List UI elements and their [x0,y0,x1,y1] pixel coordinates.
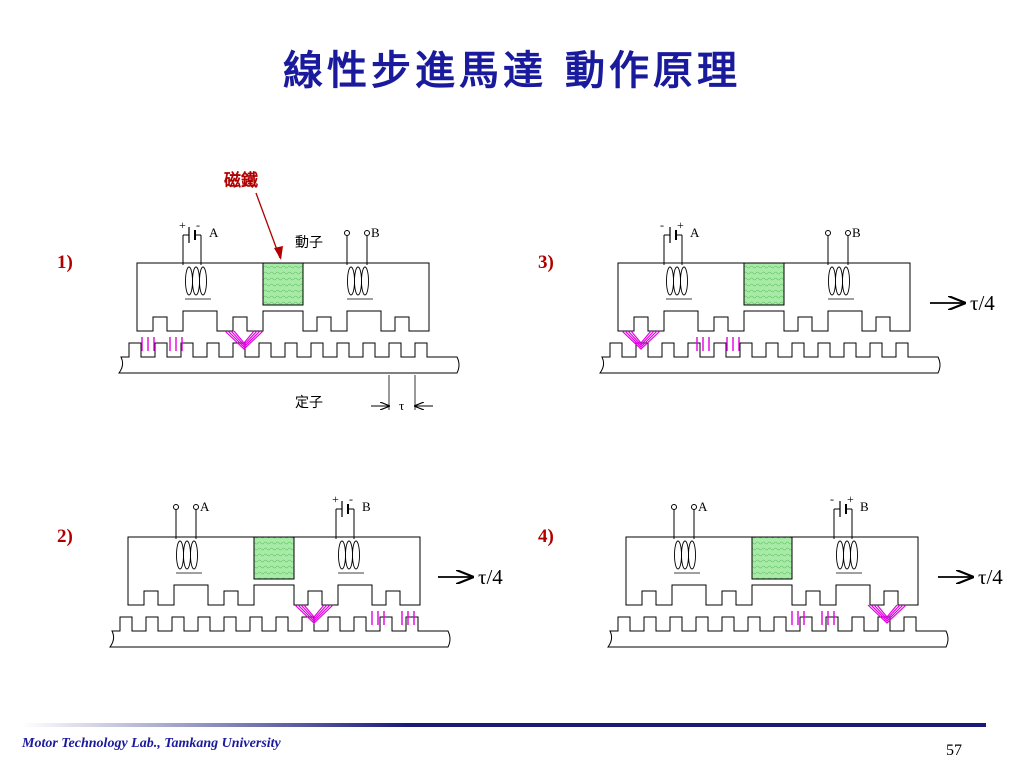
coil-winding [345,540,353,570]
tooth-pitch-label: τ [399,398,404,413]
coil-winding [666,266,674,296]
coil-winding [688,540,696,570]
flux-concentration [876,604,898,618]
shift-label: τ/4 [970,291,995,315]
flux-concentration [630,330,652,344]
coil-winding [681,540,689,570]
flux-concentration [870,604,904,622]
polarity-sign: + [677,218,684,232]
flux-concentration [230,330,258,346]
coil-winding [680,266,688,296]
coil-winding [354,266,362,296]
phase-label: B [860,499,869,514]
coil-winding [850,540,858,570]
mover-label: 動子 [295,235,323,251]
panel-number: 2) [57,526,73,547]
flux-concentration [303,604,325,618]
flux-concentration [224,330,264,350]
polarity-sign: + [179,218,186,232]
flux-concentration [624,330,658,348]
magnet-pointer-arrow [255,192,281,259]
terminal-post [364,230,370,236]
flux-concentration [627,330,655,346]
terminal-post [193,504,199,510]
page-title: 線性步進馬達 動作原理 [283,48,741,94]
terminal-post [825,230,831,236]
phase-label: A [209,225,219,240]
shift-label: τ/4 [478,565,503,589]
coil-winding [674,540,682,570]
terminal-post [173,504,179,510]
magnet-label: 磁鐵 [224,170,258,191]
polarity-sign: - [660,218,664,232]
footer-lab-name: Motor Technology Lab., Tamkang Universit… [22,736,281,751]
footer-rule [22,723,986,727]
permanent-magnet [253,536,295,580]
mover-body [625,536,919,606]
coil-winding [185,266,193,296]
coil-winding [199,266,207,296]
flux-concentration [294,604,334,624]
terminal-post [691,504,697,510]
phase-label: A [200,499,210,514]
coil-winding [836,540,844,570]
phase-label: A [698,499,708,514]
permanent-magnet [262,262,304,306]
stator-rail [599,342,941,374]
motor-panel-3: 3) -+ A Bτ/4 [538,218,995,374]
flux-concentration [867,604,907,624]
coil-winding [843,540,851,570]
flux-concentration [297,604,331,622]
coil-winding [352,540,360,570]
phase-label: B [362,499,371,514]
permanent-magnet [743,262,785,306]
polarity-sign: - [830,492,834,506]
coil-winding [338,540,346,570]
mover-body [127,536,421,606]
flux-concentration [873,604,901,620]
motor-panel-2: 2) A +-Bτ/4 [57,492,503,648]
stator-rail [118,342,460,374]
coil-winding [183,540,191,570]
polarity-sign: - [349,492,353,506]
polarity-sign: + [847,492,854,506]
terminal-post [845,230,851,236]
polarity-sign: + [332,492,339,506]
phase-label: B [852,225,861,240]
coil-winding [673,266,681,296]
phase-label: B [371,225,380,240]
coil-winding [842,266,850,296]
motor-panel-4: 4) A -+ Bτ/4 [538,492,1003,648]
flux-concentration [621,330,661,350]
coil-winding [176,540,184,570]
panel-number: 4) [538,526,554,547]
coil-winding [835,266,843,296]
magnet-pointer-head [274,246,283,260]
flux-concentration [233,330,255,344]
coil-winding [361,266,369,296]
stator-rail [109,616,451,648]
terminal-post [671,504,677,510]
polarity-sign: - [196,218,200,232]
phase-label: A [690,225,700,240]
coil-winding [192,266,200,296]
panel-number: 3) [538,252,554,273]
shift-label: τ/4 [978,565,1003,589]
coil-winding [190,540,198,570]
coil-winding [828,266,836,296]
permanent-magnet [751,536,793,580]
panel-number: 1) [57,252,73,273]
stator-rail [607,616,949,648]
terminal-post [344,230,350,236]
coil-winding [347,266,355,296]
mover-body [136,262,430,332]
stator-label: 定子 [295,395,323,411]
flux-concentration [300,604,328,620]
page-number: 57 [946,742,962,759]
flux-concentration [227,330,261,348]
